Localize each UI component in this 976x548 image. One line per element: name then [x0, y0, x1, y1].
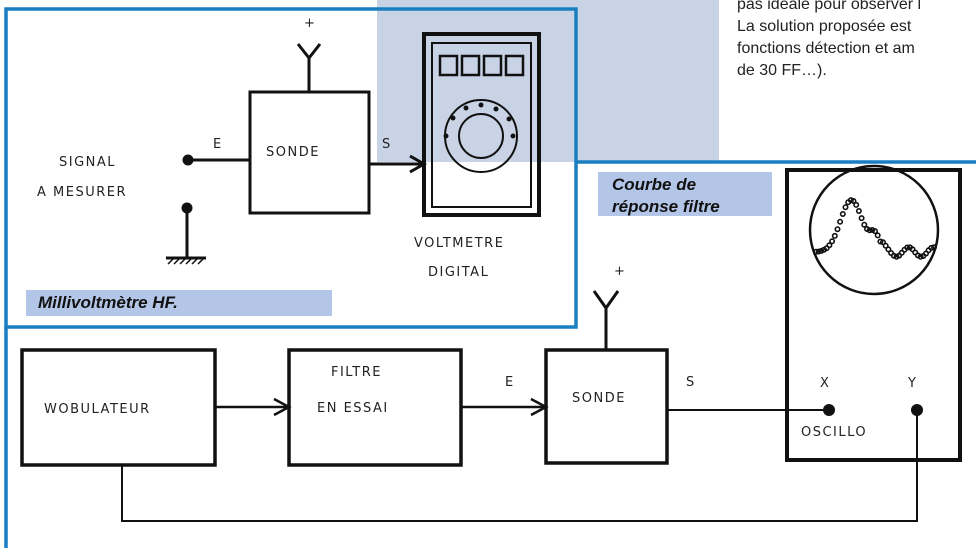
trace-point — [855, 208, 862, 215]
trace-point — [928, 244, 935, 251]
supply-antenna-2 — [592, 290, 620, 311]
trace-point — [829, 238, 836, 245]
diagram-2-dots — [823, 404, 923, 416]
voltmeter-display — [438, 54, 525, 77]
trace-point — [853, 201, 860, 208]
side-paragraph: pas idéale pour observer l La solution p… — [737, 0, 976, 82]
trace-point — [874, 232, 881, 239]
ground-hatch — [167, 257, 205, 265]
diagram-1-labels: SIGNAL A MESURER E S + SONDE VOLTMETRE D… — [37, 16, 504, 280]
trace-point — [842, 204, 849, 211]
voltmeter-label: DIGITAL — [428, 265, 489, 280]
shaded-panel — [377, 0, 719, 162]
voltmeter-knob — [458, 113, 504, 159]
response-trace — [812, 197, 937, 260]
voltmeter-label: VOLTMETRE — [414, 236, 504, 251]
trace-point — [885, 246, 892, 253]
trace-point — [815, 248, 822, 255]
sonde-box-2 — [544, 348, 669, 465]
trace-point — [871, 228, 878, 235]
frame-millivoltmetre — [4, 7, 578, 329]
plus-label: + — [614, 264, 626, 279]
trace-point — [837, 218, 844, 225]
caption-line: réponse filtre — [612, 197, 720, 216]
x-label: X — [820, 376, 830, 391]
trace-point — [917, 253, 924, 260]
diagram-bench — [20, 164, 962, 522]
oscillo-body — [785, 168, 962, 462]
trace-point — [831, 232, 838, 239]
oscillo-label: OSCILLO — [801, 425, 867, 440]
trace-point — [826, 242, 833, 249]
voltmeter-body — [422, 32, 541, 217]
trace-point — [850, 198, 857, 205]
supply-antenna-1 — [296, 43, 322, 61]
trace-point — [930, 244, 937, 251]
diagram-1-dots — [181, 102, 516, 214]
plus-label: + — [304, 16, 316, 31]
caption-line: Courbe de — [612, 175, 697, 194]
filtre-label: FILTRE — [331, 365, 382, 380]
input-label: E — [505, 375, 515, 390]
y-input-terminal — [911, 404, 923, 416]
output-label: S — [382, 137, 392, 152]
arrow-head — [530, 397, 549, 417]
y-label: Y — [907, 376, 917, 391]
ground-terminal — [181, 202, 193, 214]
caption-millivoltmetre: Millivoltmètre HF. — [26, 290, 332, 316]
trace-point — [858, 215, 865, 222]
trace-point — [877, 238, 884, 245]
trace-point — [882, 242, 889, 249]
blue-frames — [4, 7, 976, 548]
side-text-line: pas idéale pour observer l — [737, 0, 922, 13]
sonde-label: SONDE — [572, 391, 626, 406]
signal-label: SIGNAL — [59, 155, 116, 170]
arrow-head — [273, 397, 292, 417]
side-text-line: La solution proposée est — [737, 18, 912, 35]
x-input-terminal — [823, 404, 835, 416]
diagram-millivoltmetre — [166, 32, 541, 265]
sonde-label: SONDE — [266, 145, 320, 160]
trace-point — [904, 244, 911, 251]
oscillo-screen — [808, 164, 940, 296]
input-terminal — [182, 154, 194, 166]
trace-point — [812, 248, 819, 255]
trace-point — [839, 211, 846, 218]
signal-label: A MESURER — [37, 185, 127, 200]
caption-courbe: Courbe de réponse filtre — [598, 172, 772, 216]
trace-point — [861, 221, 868, 228]
trace-point — [834, 226, 841, 233]
voltmeter-inner — [431, 42, 532, 208]
filtre-label: EN ESSAI — [317, 401, 389, 416]
sweep-return-wire — [121, 410, 918, 522]
wobulateur-label: WOBULATEUR — [44, 402, 151, 417]
trace-point — [866, 227, 873, 234]
input-label: E — [213, 137, 223, 152]
side-text-line: fonctions détection et am — [737, 40, 915, 57]
output-label: S — [686, 375, 696, 390]
diagram-2-labels: WOBULATEUR FILTRE EN ESSAI E S + SONDE X… — [44, 264, 917, 440]
side-text-line: de 30 FF…). — [737, 62, 827, 79]
